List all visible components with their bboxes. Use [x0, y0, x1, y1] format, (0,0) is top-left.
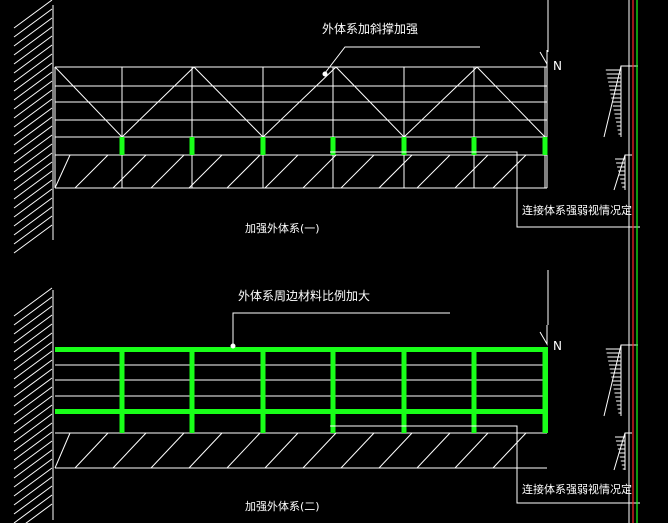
top-green-post-3 — [260, 137, 266, 155]
bottom-frame — [54, 364, 547, 469]
bottom-side-leader — [330, 425, 640, 504]
bottom-green-post-4 — [330, 347, 336, 433]
bottom-force-diagram-upper — [603, 344, 638, 417]
top-green-posts — [119, 137, 548, 155]
top-green-post-2 — [189, 137, 195, 155]
bottom-green-grid — [55, 347, 548, 433]
top-green-post-5 — [401, 137, 407, 155]
bottom-side-note: 连接体系强弱视情况定 — [522, 482, 632, 496]
bottom-green-post-6 — [471, 347, 477, 433]
top-north-label: N — [553, 59, 562, 73]
top-force-diagram-upper — [603, 65, 638, 138]
bottom-annotation: 外体系周边材料比例加大 — [238, 289, 370, 303]
bottom-green-post-5 — [401, 347, 407, 433]
top-panel: 外体系加斜撑加强 N 连接体系强弱视情况定 加强外体系(一) — [13, 0, 640, 254]
bottom-green-mid-chord — [55, 409, 547, 414]
top-annotation: 外体系加斜撑加强 — [322, 21, 418, 36]
top-north-mark — [539, 50, 548, 66]
top-side-note: 连接体系强弱视情况定 — [522, 203, 632, 217]
top-annotation-leader — [322, 46, 480, 77]
top-wall-hatch — [13, 0, 54, 254]
top-caption: 加强外体系(一) — [245, 221, 320, 235]
bottom-green-end-post — [543, 347, 548, 433]
top-green-post-1 — [119, 137, 125, 155]
bottom-force-diagram-lower — [613, 432, 632, 471]
right-rails — [547, 0, 638, 523]
bottom-green-top-chord — [55, 347, 547, 352]
top-green-post-4 — [330, 137, 336, 155]
bottom-green-post-3 — [260, 347, 266, 433]
bottom-annotation-leader — [230, 312, 450, 349]
bottom-north-mark — [539, 325, 548, 346]
bottom-caption: 加强外体系(二) — [245, 499, 320, 513]
bottom-green-post-2 — [189, 347, 195, 433]
top-green-post-7 — [542, 137, 548, 155]
top-side-leader — [330, 151, 640, 228]
bottom-green-post-1 — [119, 347, 125, 433]
top-frame — [54, 55, 548, 189]
top-green-post-6 — [471, 137, 477, 155]
top-force-diagram-lower — [613, 154, 632, 191]
bottom-north-label: N — [553, 339, 562, 353]
bottom-wall-hatch — [13, 287, 54, 523]
bottom-panel: 外体系周边材料比例加大 N 连接体系强弱视情况定 加强外体系(二) — [13, 287, 640, 523]
